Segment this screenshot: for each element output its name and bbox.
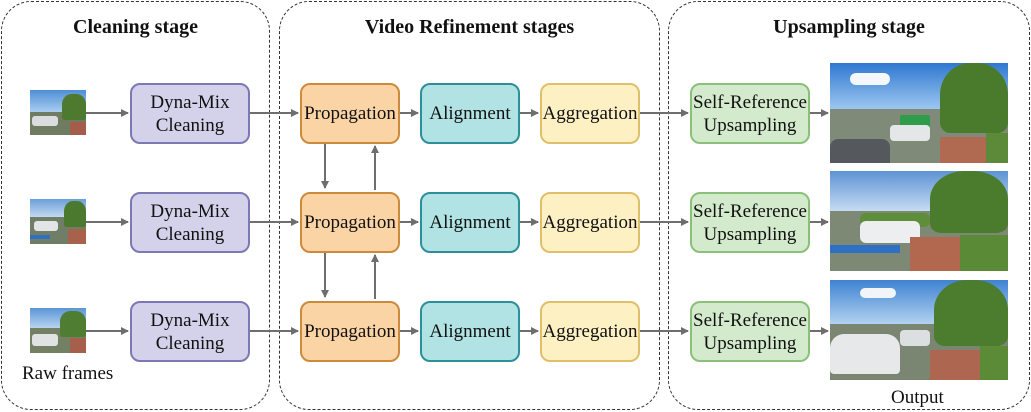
output-label: Output — [891, 387, 944, 408]
alignment-box-1: Alignment — [420, 83, 520, 144]
upsampling-line2: Upsampling — [703, 332, 797, 354]
upsampling-line2: Upsampling — [703, 114, 797, 136]
aggregation-label: Aggregation — [542, 212, 638, 233]
upsampling-line1: Self-Reference — [693, 91, 807, 113]
dyna-mix-cleaning-box-2: Dyna-Mix Cleaning — [130, 192, 250, 253]
output-frame-1 — [830, 63, 1008, 163]
self-reference-upsampling-box-1: Self-Reference Upsampling — [690, 83, 810, 144]
cleaning-stage-panel: Cleaning stage — [1, 1, 270, 410]
self-reference-upsampling-box-2: Self-Reference Upsampling — [690, 192, 810, 253]
raw-frame-3 — [30, 308, 86, 353]
propagation-label: Propagation — [304, 321, 396, 342]
upsampling-stage-title: Upsampling stage — [773, 16, 925, 38]
alignment-box-2: Alignment — [420, 192, 520, 253]
propagation-label: Propagation — [304, 103, 396, 124]
propagation-box-2: Propagation — [300, 192, 400, 253]
raw-frames-label: Raw frames — [22, 363, 114, 384]
aggregation-box-1: Aggregation — [540, 83, 640, 144]
raw-frame-2 — [30, 199, 86, 244]
upsampling-stage-panel: Upsampling stage — [668, 1, 1030, 410]
cleaning-line1: Dyna-Mix — [150, 91, 230, 113]
alignment-label: Alignment — [429, 103, 511, 124]
aggregation-box-3: Aggregation — [540, 301, 640, 362]
alignment-label: Alignment — [429, 321, 511, 342]
raw-frame-1 — [30, 90, 86, 135]
aggregation-label: Aggregation — [542, 103, 638, 124]
upsampling-line1: Self-Reference — [693, 200, 807, 222]
alignment-box-3: Alignment — [420, 301, 520, 362]
output-frame-3 — [830, 280, 1008, 380]
cleaning-line1: Dyna-Mix — [150, 309, 230, 331]
cleaning-line1: Dyna-Mix — [150, 200, 230, 222]
aggregation-box-2: Aggregation — [540, 192, 640, 253]
self-reference-upsampling-box-3: Self-Reference Upsampling — [690, 301, 810, 362]
cleaning-line2: Cleaning — [155, 114, 225, 136]
aggregation-label: Aggregation — [542, 321, 638, 342]
propagation-label: Propagation — [304, 212, 396, 233]
cleaning-stage-title: Cleaning stage — [73, 16, 198, 38]
propagation-box-1: Propagation — [300, 83, 400, 144]
alignment-label: Alignment — [429, 212, 511, 233]
propagation-box-3: Propagation — [300, 301, 400, 362]
upsampling-line1: Self-Reference — [693, 309, 807, 331]
refinement-stage-panel: Video Refinement stages — [279, 1, 660, 410]
dyna-mix-cleaning-box-3: Dyna-Mix Cleaning — [130, 301, 250, 362]
dyna-mix-cleaning-box-1: Dyna-Mix Cleaning — [130, 83, 250, 144]
cleaning-line2: Cleaning — [155, 223, 225, 245]
output-frame-2 — [830, 171, 1008, 271]
refinement-stage-title: Video Refinement stages — [364, 16, 575, 38]
cleaning-line2: Cleaning — [155, 332, 225, 354]
upsampling-line2: Upsampling — [703, 223, 797, 245]
